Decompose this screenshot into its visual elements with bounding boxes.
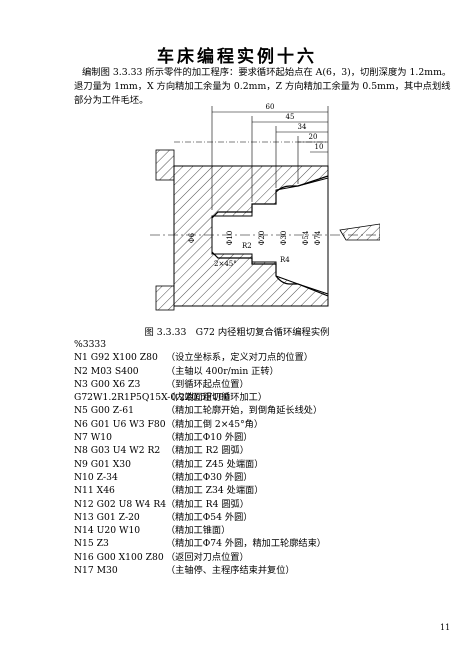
program-code: N12 G02 U8 W4 R4: [74, 498, 167, 510]
dim-60: 60: [266, 103, 275, 111]
program-comment: （精加工 R2 圆弧）: [166, 445, 249, 457]
program-code: G72W1.2R1P5Q15X-0.2Z0.5F100: [74, 392, 230, 404]
program-comment: （返回对刀点位置）: [166, 551, 249, 563]
program-comment: （精加工Φ54 外圆）: [166, 511, 253, 523]
label-phi20: Φ20: [258, 231, 266, 246]
program-code: N6 G01 U6 W3 F80: [74, 418, 166, 430]
program-code: N11 X46: [74, 485, 115, 497]
chuck-jaw-top: [155, 149, 175, 181]
label-phi6: Φ6: [188, 232, 196, 243]
dim-34: 34: [298, 123, 307, 131]
program-comment: （主轴以 400r/min 正转）: [166, 365, 279, 377]
label-chamfer: 2×45°: [214, 260, 237, 268]
page-number: 11: [440, 623, 451, 632]
label-phi74: Φ74: [314, 230, 322, 245]
bore-profile-lower: [211, 251, 329, 297]
page-title: 车床编程实例十六: [157, 47, 317, 67]
program-comment: （精加工Φ74 外圆，精加工轮廓结束）: [166, 538, 326, 550]
program-code: N1 G92 X100 Z80: [74, 352, 158, 364]
dim-10: 10: [315, 143, 324, 151]
program-code: N9 G01 X30: [74, 458, 131, 470]
program-code: N8 G03 U4 W2 R2: [74, 445, 161, 457]
intro-paragraph: 编制图 3.3.33 所示零件的加工程序：要求循环起始点在 A(6，3)，切削深…: [74, 67, 452, 106]
program-code: N3 G00 X6 Z3: [74, 378, 141, 390]
program-comment: （精加工 Z34 处端面）: [166, 485, 264, 497]
program-code: N5 G00 Z-61: [74, 405, 134, 417]
figure-caption: 图 3.3.33 G72 内径粗切复合循环编程实例: [144, 327, 330, 338]
label-r2: R2: [242, 242, 252, 250]
dim-45: 45: [286, 113, 295, 121]
program-comment: （精加工 R4 圆弧）: [166, 498, 249, 510]
label-phi30: Φ30: [280, 231, 288, 246]
dimension-lines: [211, 106, 329, 210]
program-comment: （精加工轮廓开始，到倒角延长线处）: [166, 405, 323, 417]
chuck-jaw-bottom: [155, 285, 175, 311]
program-code: N14 U20 W10: [74, 525, 141, 537]
program-comment: （精加工倒 2×45°角）: [166, 418, 264, 430]
label-phi54: Φ54: [302, 230, 310, 245]
program-comment: （内端面粗切循环加工）: [166, 392, 268, 404]
program-comment: （精加工Φ10 外圆）: [166, 432, 253, 444]
part-drawing: 60 45 34 20 10 Φ6 Φ10 Φ20 Φ30 Φ54 Φ74 R2…: [150, 103, 380, 311]
label-phi10: Φ10: [226, 231, 234, 246]
label-r4: R4: [280, 256, 290, 264]
dim-20: 20: [309, 133, 318, 141]
program-comment: （设立坐标系，定义对刀点的位置）: [166, 352, 313, 364]
program-code: N2 M03 S400: [74, 365, 139, 377]
program-comment: （精加工Φ30 外圆）: [166, 471, 253, 483]
program-comment: （精加工 Z45 处端面）: [166, 458, 264, 470]
bore-profile: [211, 175, 329, 219]
program-code: N17 M30: [74, 565, 118, 577]
program-code: N7 W10: [74, 432, 112, 444]
boring-tool: [339, 223, 380, 241]
program-comment: （主轴停、主程序结束并复位）: [166, 565, 295, 577]
program-code: N15 Z3: [74, 538, 109, 550]
program-code: N16 G00 X100 Z80: [74, 551, 164, 563]
program-code: N10 Z-34: [74, 471, 118, 483]
program-code: N13 G01 Z-20: [74, 511, 140, 523]
program-comment: （精加工锥面）: [166, 525, 231, 537]
program-comment: （到循环起点位置）: [166, 378, 249, 390]
